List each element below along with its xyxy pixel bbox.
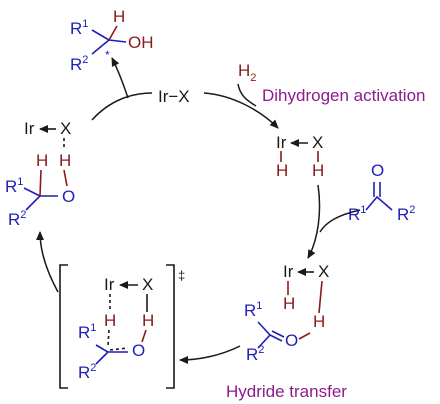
ir-h-x-h-complex: Ir X H H (276, 133, 324, 180)
ts-x-label: X (142, 275, 153, 294)
hydride-transfer-label: Hydride transfer (226, 382, 347, 401)
h2-label: H2 (238, 61, 256, 84)
x-label-2: X (318, 262, 329, 281)
r2-label: R2 (70, 54, 88, 74)
ir-label: Ir (276, 133, 287, 152)
ts-ketone-bonds (95, 344, 110, 365)
arrow-alkoxide-to-catalyst (91, 92, 153, 121)
ir-label-2: Ir (283, 262, 294, 281)
ketone-substrate: O R1 R2 (348, 161, 415, 224)
product-alcohol: R1 R2 H OH * (70, 7, 154, 74)
c-h-bond (108, 25, 118, 41)
carbonyl-oxygen-2: O (285, 331, 298, 350)
hydrogen-reagent: H2 (238, 61, 256, 84)
cycle-arrows (36, 57, 361, 364)
ts-c-o-partial (109, 347, 129, 351)
arrow-to-hydride-complex (203, 92, 279, 129)
ir-hydride: H (276, 161, 288, 180)
ts-left-bracket (59, 264, 68, 389)
ketone-bonds (365, 195, 393, 211)
hydrogen-atom: H (113, 7, 125, 26)
dihydrogen-activation-label: Dihydrogen activation (262, 86, 425, 105)
alkoxide-carbinol-h: H (36, 151, 48, 170)
arrow-to-alkoxide (36, 231, 59, 293)
alkoxide-oxygen: O (62, 187, 75, 206)
arrow-ketone-in (319, 209, 361, 233)
carbonyl-double-bond-2 (269, 330, 285, 342)
ketone-r2: R2 (397, 204, 415, 224)
alkoxide-x-label: X (60, 119, 71, 138)
x-proton-2: H (313, 312, 325, 331)
alkoxide-proton: H (59, 151, 71, 170)
r1-label: R1 (70, 18, 88, 38)
ts-hydride: H (104, 311, 116, 330)
alkoxide-c-h-bond (39, 169, 42, 197)
x-label: X (312, 133, 323, 152)
x-h-bond-2 (318, 280, 323, 314)
ts-o-h-contact (141, 329, 147, 343)
ts-r1: R1 (78, 322, 96, 342)
arrow-to-transition-state (179, 345, 241, 364)
arrow-h2-in (237, 83, 257, 107)
ts-double-dagger: ‡ (178, 268, 185, 283)
c-o-bond (108, 39, 127, 43)
ts-right-bracket (166, 264, 175, 389)
alkoxide-r-bonds (23, 187, 42, 211)
ts-carbonyl-oxygen: O (132, 341, 145, 360)
x-proton: H (312, 161, 324, 180)
ts-r2: R2 (78, 362, 96, 382)
ts-proton: H (142, 311, 154, 330)
ketone-r1-2: R1 (244, 300, 262, 320)
alkoxide-r2: R2 (8, 209, 26, 229)
o-h-contact (298, 332, 311, 340)
hydroxyl-label: OH (128, 33, 154, 52)
ts-ir-label: Ir (104, 275, 115, 294)
catalyst-ir-x: Ir−X (158, 87, 190, 106)
carbonyl-oxygen: O (371, 161, 384, 180)
arrow-product-release (111, 57, 129, 99)
arrow-to-outer-sphere (307, 184, 321, 259)
carbonyl-double-bond (373, 182, 381, 197)
transition-state: ‡ Ir X H H R1 R2 O (59, 264, 185, 389)
stereocenter-star: * (105, 48, 110, 62)
ts-c-h-partial (107, 329, 110, 347)
outer-sphere-complex: Ir X H H R1 R2 O (244, 262, 329, 364)
alkoxide-ir-label: Ir (24, 119, 35, 138)
ketone-r2-2: R2 (246, 344, 264, 364)
ir-hydride-2: H (283, 294, 295, 313)
alkoxide-o-h-bond (63, 169, 68, 187)
alkoxide-intermediate: Ir X H H R1 R2 O (5, 119, 75, 229)
ketone-r1: R1 (348, 204, 366, 224)
ir-x-label: Ir−X (158, 87, 190, 106)
alkoxide-r1: R1 (5, 176, 23, 196)
